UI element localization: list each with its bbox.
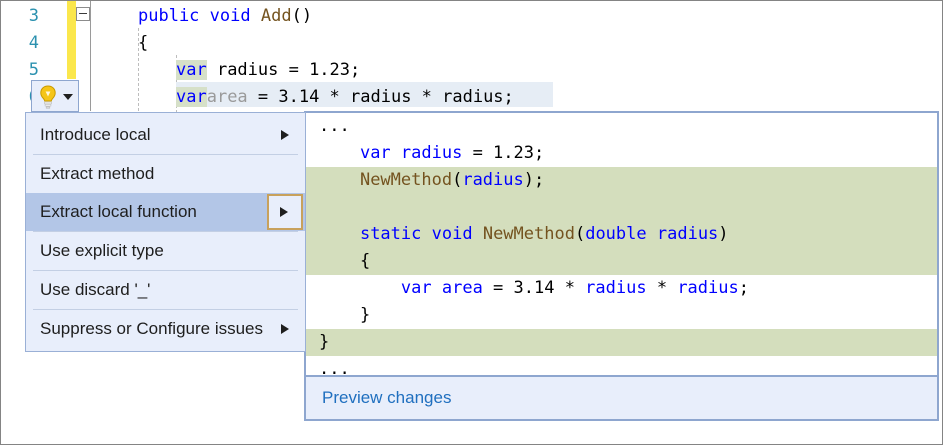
menu-separator [33, 309, 298, 310]
menu-item-use-discard[interactable]: Use discard '_' [26, 271, 305, 309]
line-number-5: 5 [28, 60, 39, 80]
menu-separator [33, 154, 298, 155]
preview-code-diff: ... var radius = 1.23; NewMethod(radius)… [306, 113, 937, 376]
preview-line-added: { [306, 248, 937, 275]
line-number-4: 4 [28, 33, 39, 53]
chevron-down-icon[interactable] [63, 94, 73, 100]
preview-line: var radius = 1.23; [359, 143, 545, 163]
preview-changes-link[interactable]: Preview changes [322, 388, 452, 407]
variable-area: area [206, 87, 248, 107]
parens: () [291, 6, 313, 26]
menu-item-label: Use discard '_' [40, 280, 151, 299]
menu-item-label: Use explicit type [40, 241, 164, 260]
code-line-6: vararea = 3.14 * radius * radius; [176, 84, 514, 111]
line-number-3: 3 [28, 6, 39, 26]
expr-area: = 3.14 * radius * radius; [247, 87, 514, 107]
indent-guide-1 [138, 28, 139, 116]
change-indicator-bar [67, 1, 76, 79]
gutter-divider-line [90, 1, 91, 111]
quick-actions-lightbulb-button[interactable] [31, 80, 79, 112]
preview-line: ... [319, 116, 350, 136]
chevron-right-icon[interactable] [267, 194, 303, 230]
preview-footer: Preview changes [306, 375, 937, 419]
keyword-public: public [138, 6, 200, 26]
menu-item-use-explicit-type[interactable]: Use explicit type [26, 232, 305, 270]
preview-line-added: } [306, 329, 937, 356]
collapse-region-icon[interactable] [76, 7, 90, 21]
menu-item-suppress-or-configure-issues[interactable]: Suppress or Configure issues [26, 310, 305, 348]
menu-item-extract-local-function[interactable]: Extract local function [26, 193, 305, 231]
code-line-4: { [138, 30, 148, 57]
preview-line: ... [319, 359, 350, 376]
menu-item-label: Introduce local [40, 125, 151, 144]
code-line-5: var radius = 1.23; [176, 57, 360, 84]
menu-item-extract-method[interactable]: Extract method [26, 155, 305, 193]
menu-item-label: Extract local function [40, 202, 197, 221]
keyword-var-line6: var [176, 87, 207, 107]
keyword-var-line5: var [176, 60, 207, 80]
selection-highlight [176, 82, 553, 107]
chevron-right-icon[interactable] [281, 324, 289, 334]
keyword-void: void [209, 6, 251, 26]
lightbulb-icon [40, 85, 56, 109]
code-line-3: public void Add() [138, 3, 312, 30]
preview-line-added: static void NewMethod(double radius) [306, 221, 937, 248]
menu-separator [33, 270, 298, 271]
preview-line: } [359, 305, 371, 325]
chevron-right-icon[interactable] [281, 130, 289, 140]
preview-line: var area = 3.14 * radius * radius; [400, 278, 749, 298]
open-brace: { [138, 33, 149, 53]
preview-line-added [306, 194, 937, 221]
menu-separator [33, 231, 298, 232]
method-name-add: Add [260, 6, 292, 26]
quick-actions-preview-panel: ... var radius = 1.23; NewMethod(radius)… [304, 111, 939, 421]
menu-item-label: Extract method [40, 164, 155, 183]
menu-item-introduce-local[interactable]: Introduce local [26, 116, 305, 154]
decl-radius: radius = 1.23; [206, 60, 361, 80]
preview-line-added: NewMethod(radius); [306, 167, 937, 194]
menu-item-label: Suppress or Configure issues [40, 319, 264, 338]
quick-actions-context-menu[interactable]: Introduce local Extract method Extract l… [25, 112, 306, 352]
